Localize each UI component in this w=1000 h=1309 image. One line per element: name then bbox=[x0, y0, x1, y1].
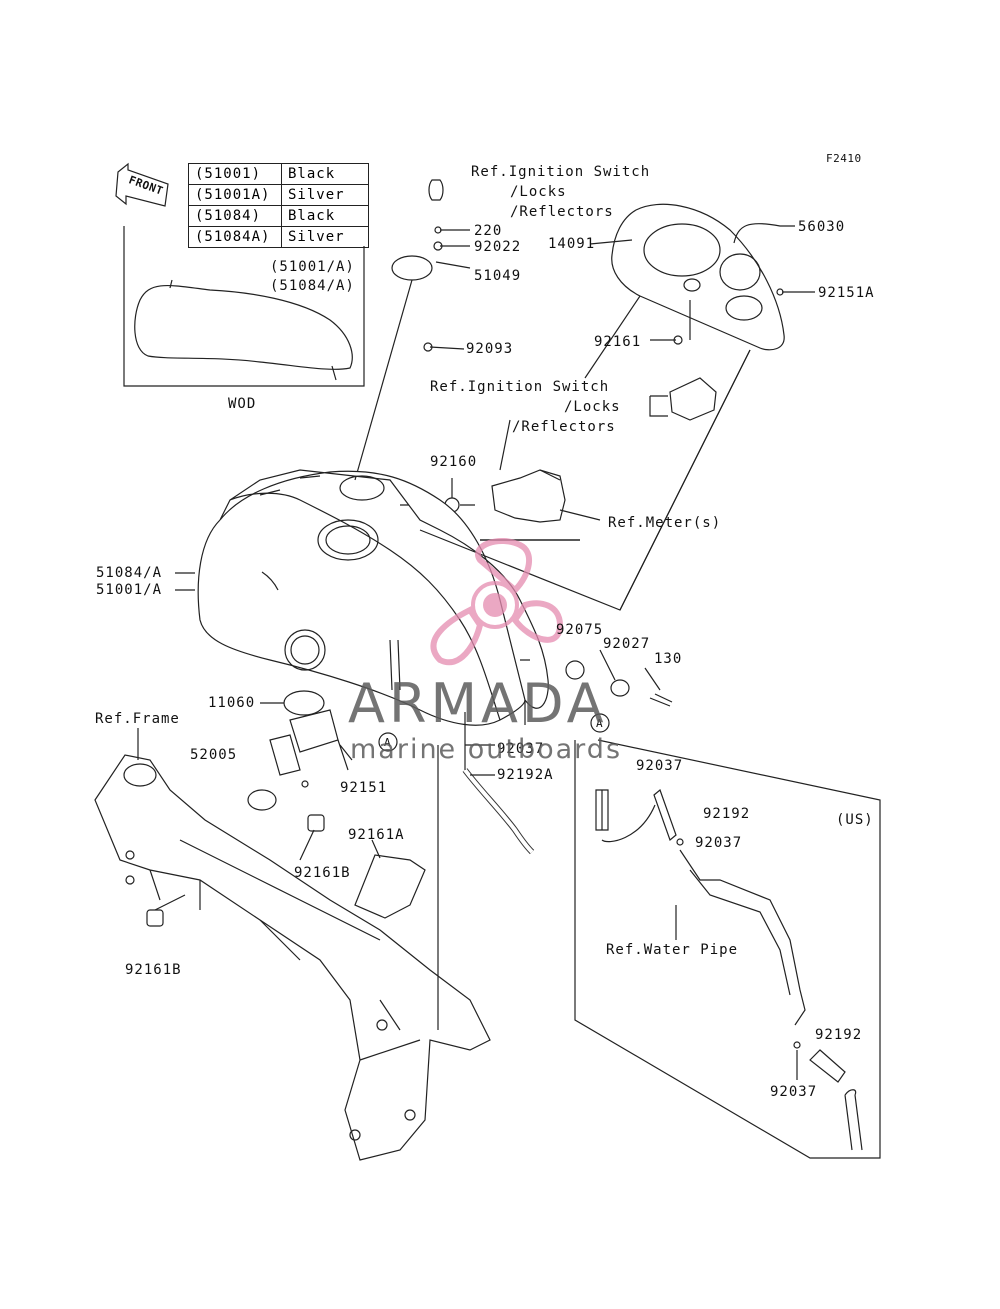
table-row: (51084) Black bbox=[188, 205, 369, 227]
inset-tank-outline bbox=[134, 285, 353, 370]
part-92161: 92161 bbox=[594, 334, 642, 350]
part-92075: 92075 bbox=[556, 622, 604, 638]
ref-ignition-mid-1: Ref.Ignition Switch bbox=[430, 379, 610, 395]
table-row: (51001) Black bbox=[188, 163, 369, 185]
circle-a-label: A bbox=[384, 736, 392, 749]
part-92037: 92037 bbox=[770, 1084, 818, 1100]
circle-a-label: A bbox=[596, 717, 604, 730]
front-arrow-icon bbox=[115, 162, 169, 207]
table-cell-color: Silver bbox=[281, 226, 369, 248]
ref-ignition-mid-3: /Reflectors bbox=[512, 419, 616, 435]
part-92027: 92027 bbox=[603, 636, 651, 652]
part-220: 220 bbox=[474, 223, 503, 239]
table-cell-color: Black bbox=[281, 163, 369, 185]
part-92192: 92192 bbox=[703, 806, 751, 822]
ref-ignition-top-3: /Reflectors bbox=[510, 204, 614, 220]
part-130: 130 bbox=[654, 651, 683, 667]
watermark-brand: ARMADA bbox=[348, 672, 608, 735]
part-51049: 51049 bbox=[474, 268, 522, 284]
variant-table: (51001) Black (51001A) Silver (51084) Bl… bbox=[188, 163, 369, 248]
ref-frame: Ref.Frame bbox=[95, 711, 180, 727]
part-92093: 92093 bbox=[466, 341, 514, 357]
inset-caption: WOD bbox=[228, 396, 257, 412]
figure-code: F2410 bbox=[826, 152, 862, 165]
us-label: (US) bbox=[836, 812, 874, 828]
table-row: (51084A) Silver bbox=[188, 226, 369, 248]
part-92037: 92037 bbox=[636, 758, 684, 774]
watermark-tagline: marine outboards bbox=[350, 734, 623, 765]
ref-ignition-mid-2: /Locks bbox=[564, 399, 621, 415]
table-cell-color: Black bbox=[281, 205, 369, 227]
part-92151A: 92151A bbox=[818, 285, 875, 301]
part-52005: 52005 bbox=[190, 747, 238, 763]
ref-meter: Ref.Meter(s) bbox=[608, 515, 722, 531]
part-92151: 92151 bbox=[340, 780, 388, 796]
table-cell-part: (51084) bbox=[188, 205, 282, 227]
part-92037: 92037 bbox=[695, 835, 743, 851]
part-51084A: 51084/A bbox=[96, 565, 163, 581]
inset-ref-51001: (51001/A) bbox=[270, 259, 355, 275]
part-92037: 92037 bbox=[497, 741, 545, 757]
part-92192A: 92192A bbox=[497, 767, 554, 783]
frame bbox=[94, 754, 491, 1161]
part-92161B: 92161B bbox=[125, 962, 182, 978]
part-11060: 11060 bbox=[208, 695, 256, 711]
part-14091: 14091 bbox=[548, 236, 596, 252]
ref-ignition-top-2: /Locks bbox=[510, 184, 567, 200]
meter-cover bbox=[611, 203, 785, 351]
inset-ref-51084: (51084/A) bbox=[270, 278, 355, 294]
part-92022: 92022 bbox=[474, 239, 522, 255]
table-cell-part: (51001) bbox=[188, 163, 282, 185]
part-92161B: 92161B bbox=[294, 865, 351, 881]
ref-water-pipe: Ref.Water Pipe bbox=[606, 942, 739, 958]
part-92192: 92192 bbox=[815, 1027, 863, 1043]
watermark-logo-icon bbox=[430, 538, 564, 666]
part-51001A: 51001/A bbox=[96, 582, 163, 598]
part-56030: 56030 bbox=[798, 219, 846, 235]
table-row: (51001A) Silver bbox=[188, 184, 369, 206]
table-cell-color: Silver bbox=[281, 184, 369, 206]
inset-box bbox=[123, 226, 365, 387]
part-92160: 92160 bbox=[430, 454, 478, 470]
table-cell-part: (51084A) bbox=[188, 226, 282, 248]
table-cell-part: (51001A) bbox=[188, 184, 282, 206]
part-92161A: 92161A bbox=[348, 827, 405, 843]
ref-ignition-top-1: Ref.Ignition Switch bbox=[471, 164, 651, 180]
